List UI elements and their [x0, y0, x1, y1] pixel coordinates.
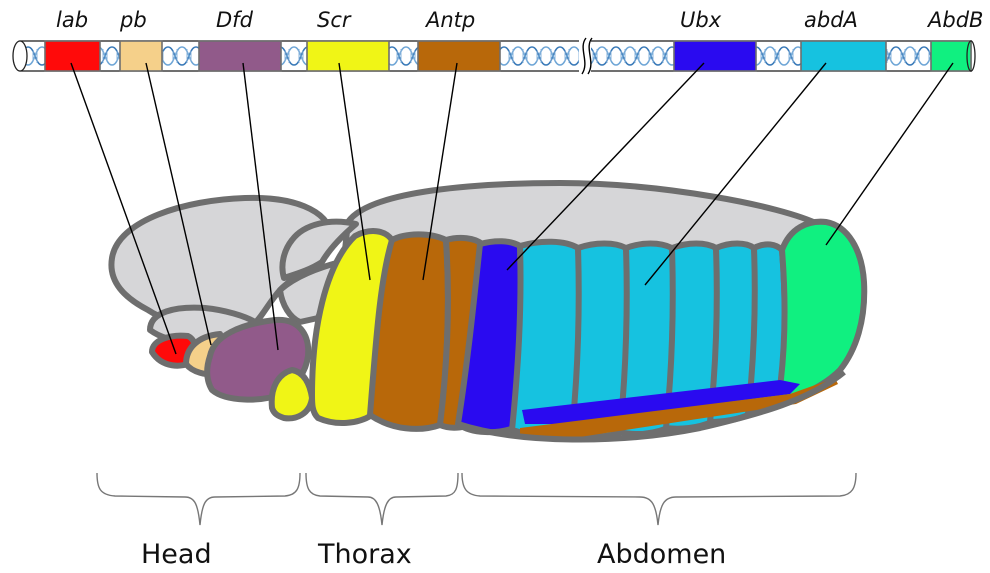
- gene-label-pb: pb: [119, 8, 147, 32]
- gene-label-abdb: AbdB: [926, 8, 983, 32]
- region-label-abdomen: Abdomen: [597, 539, 726, 570]
- gene-label-lab: lab: [56, 8, 88, 32]
- region-label-thorax: Thorax: [317, 539, 412, 570]
- dna-end-cap: [13, 41, 27, 71]
- dna-tube-right: [590, 41, 971, 71]
- pointer-lab: [71, 63, 176, 354]
- brace-thorax: [306, 473, 458, 525]
- segment-abdb-posterior: [778, 222, 864, 402]
- gene-band-abda: [801, 41, 886, 71]
- pointer-abdb: [826, 63, 953, 245]
- brace-head: [97, 473, 300, 525]
- gene-label-antp: Antp: [424, 8, 475, 32]
- embryo: [111, 183, 864, 440]
- region-braces: [97, 473, 856, 525]
- segment-scr-head: [272, 370, 312, 418]
- brace-abdomen: [462, 473, 856, 525]
- gene-band-antp: [418, 41, 500, 71]
- region-labels: Head Thorax Abdomen: [141, 539, 726, 570]
- gene-label-dfd: Dfd: [216, 8, 254, 32]
- gene-band-ubx: [674, 41, 756, 71]
- gene-label-abda: abdA: [804, 8, 858, 32]
- gene-labels: lab pb Dfd Scr Antp Ubx abdA AbdB: [56, 8, 983, 32]
- gene-label-ubx: Ubx: [680, 8, 722, 32]
- gene-band-pb: [120, 41, 162, 71]
- dna-bar: [13, 36, 975, 76]
- gene-label-scr: Scr: [317, 8, 352, 32]
- gene-band-scr: [307, 41, 389, 71]
- gene-band-dfd: [199, 41, 281, 71]
- region-label-head: Head: [141, 539, 212, 570]
